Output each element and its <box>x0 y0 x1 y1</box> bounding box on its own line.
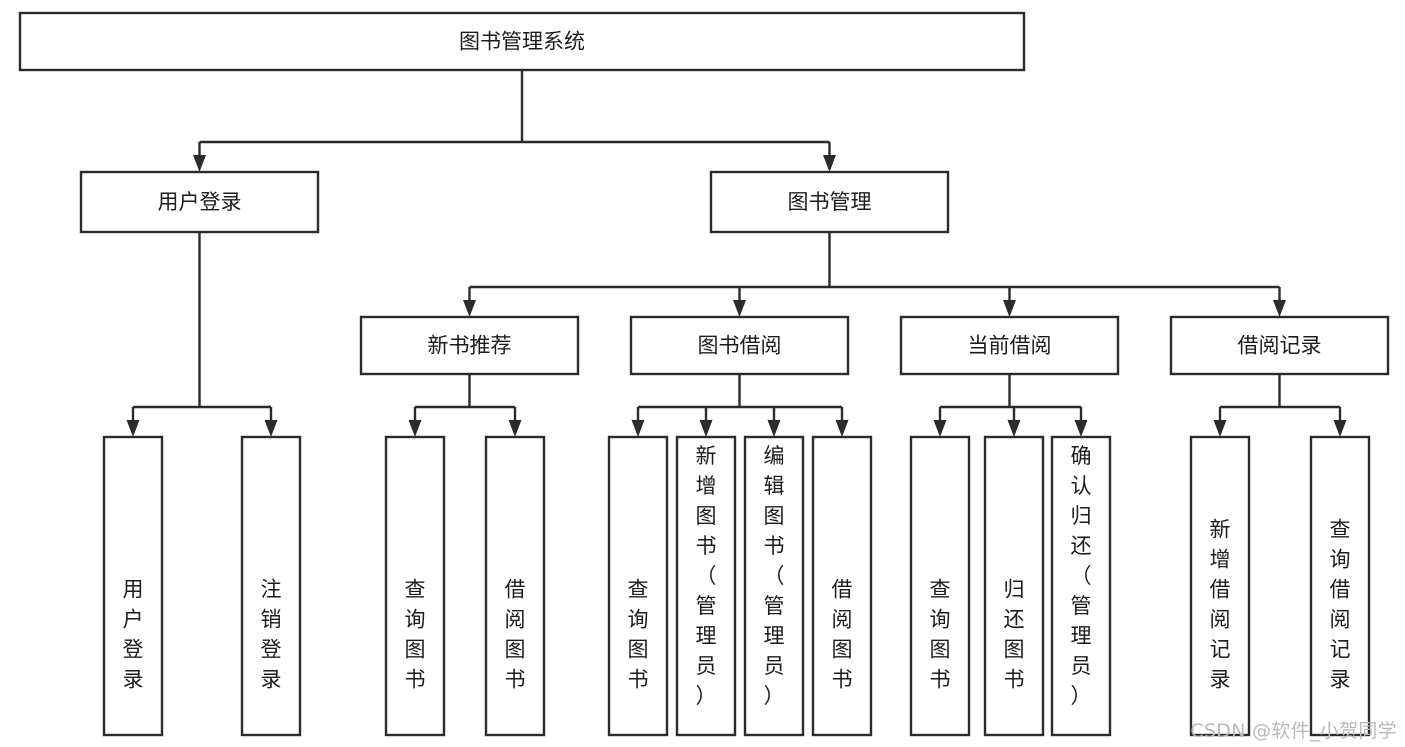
node-leaf-query-book-1[interactable]: 查询图书 <box>384 435 446 737</box>
node-box <box>1189 435 1251 737</box>
node-leaf-query-book-3[interactable]: 查询图书 <box>909 435 971 737</box>
node-layer: 图书管理系统用户登录图书管理新书推荐图书借阅当前借阅借阅记录用户登录注销登录查询… <box>18 11 1390 737</box>
node-label: 新增图书（管理员） <box>696 444 717 708</box>
node-label: 归还图书 <box>1004 577 1025 691</box>
node-leaf-return-book[interactable]: 归还图书 <box>983 435 1045 737</box>
node-label: 新书推荐 <box>428 334 512 358</box>
node-box <box>1169 315 1390 376</box>
node-box <box>484 435 546 737</box>
node-box <box>384 435 446 737</box>
node-box <box>675 435 737 737</box>
node-leaf-logout[interactable]: 注销登录 <box>240 435 302 737</box>
arrow-head-icon <box>631 420 645 437</box>
node-leaf-query-book-2[interactable]: 查询图书 <box>607 435 669 737</box>
arrow-head-icon <box>1273 300 1286 317</box>
node-user-login[interactable]: 用户登录 <box>79 170 320 234</box>
connector-layer <box>126 70 1347 437</box>
node-new-book-rec[interactable]: 新书推荐 <box>359 315 580 376</box>
node-box <box>629 315 850 376</box>
arrow-head-icon <box>767 420 781 437</box>
node-book-borrow[interactable]: 图书借阅 <box>629 315 850 376</box>
node-borrow-record[interactable]: 借阅记录 <box>1169 315 1390 376</box>
arrow-head-icon <box>1333 420 1347 437</box>
node-label: 借阅图书 <box>505 577 526 691</box>
node-leaf-edit-book[interactable]: 编辑图书（管理员） <box>743 435 805 737</box>
node-label: 查询图书 <box>930 577 951 691</box>
node-box <box>1309 435 1371 737</box>
node-current-borrow[interactable]: 当前借阅 <box>899 315 1120 376</box>
node-box <box>899 315 1120 376</box>
node-box <box>909 435 971 737</box>
arrow-head-icon <box>733 300 746 317</box>
node-label: 编辑图书（管理员） <box>764 444 785 708</box>
node-label: 查询借阅记录 <box>1330 517 1351 691</box>
arrow-head-icon <box>1007 420 1021 437</box>
node-label: 当前借阅 <box>968 334 1052 358</box>
node-box <box>709 170 950 234</box>
node-leaf-query-record[interactable]: 查询借阅记录 <box>1309 435 1371 737</box>
arrow-head-icon <box>1074 420 1088 437</box>
node-box <box>102 435 164 737</box>
node-label: 借阅图书 <box>832 577 853 691</box>
arrow-head-icon <box>835 420 849 437</box>
node-box <box>18 11 1026 72</box>
node-box <box>983 435 1045 737</box>
arrow-head-icon <box>699 420 713 437</box>
arrow-head-icon <box>264 420 278 437</box>
node-root[interactable]: 图书管理系统 <box>18 11 1026 72</box>
node-leaf-user-login[interactable]: 用户登录 <box>102 435 164 737</box>
node-box <box>240 435 302 737</box>
node-label: 查询图书 <box>628 577 649 691</box>
node-label: 图书管理 <box>788 190 872 214</box>
node-label: 注销登录 <box>261 577 282 691</box>
node-label: 图书借阅 <box>698 334 782 358</box>
node-label: 图书管理系统 <box>459 30 585 54</box>
node-leaf-borrow-book-1[interactable]: 借阅图书 <box>484 435 546 737</box>
node-box <box>607 435 669 737</box>
node-box <box>1050 435 1112 737</box>
arrow-head-icon <box>1213 420 1227 437</box>
node-label: 借阅记录 <box>1238 334 1322 358</box>
node-label: 查询图书 <box>405 577 426 691</box>
node-label: 确认归还（管理员） <box>1071 444 1092 708</box>
node-book-manage[interactable]: 图书管理 <box>709 170 950 234</box>
arrow-head-icon <box>463 300 476 317</box>
arrow-head-icon <box>193 155 206 172</box>
node-box <box>743 435 805 737</box>
arrow-head-icon <box>408 420 422 437</box>
arrow-head-icon <box>508 420 522 437</box>
arrow-head-icon <box>126 420 140 437</box>
node-label: 用户登录 <box>158 190 242 214</box>
node-leaf-borrow-book-2[interactable]: 借阅图书 <box>811 435 873 737</box>
node-leaf-add-record[interactable]: 新增借阅记录 <box>1189 435 1251 737</box>
arrow-head-icon <box>1003 300 1016 317</box>
node-label: 用户登录 <box>123 577 144 691</box>
node-box <box>79 170 320 234</box>
node-box <box>811 435 873 737</box>
watermark-label: CSDN @软件_小贺同学 <box>1190 720 1397 742</box>
arrow-head-icon <box>933 420 947 437</box>
node-leaf-add-book[interactable]: 新增图书（管理员） <box>675 435 737 737</box>
node-leaf-confirm-return[interactable]: 确认归还（管理员） <box>1050 435 1112 737</box>
node-label: 新增借阅记录 <box>1210 517 1231 691</box>
node-box <box>359 315 580 376</box>
arrow-head-icon <box>823 155 836 172</box>
